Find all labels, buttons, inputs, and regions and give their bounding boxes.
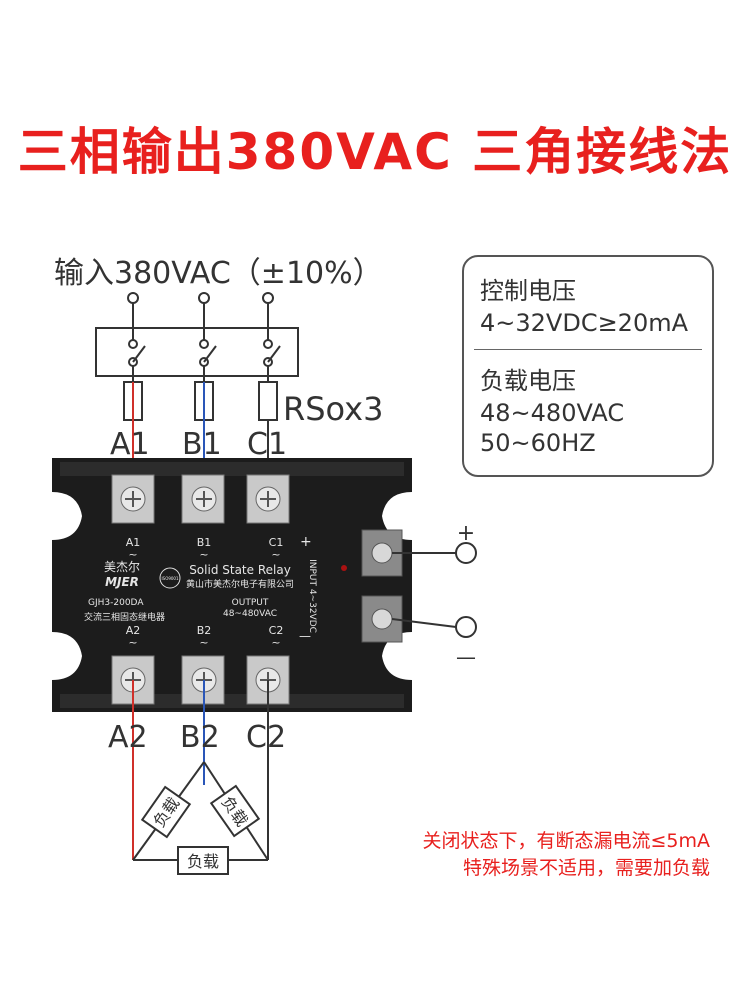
load-frequency-value: 50~60HZ bbox=[480, 429, 596, 457]
relay-brand-en: MJER bbox=[105, 575, 139, 589]
input-voltage-label: 输入380VAC（±10%） bbox=[54, 256, 383, 291]
relay-bottom-terminals bbox=[111, 655, 290, 705]
relay-label-c2: C2 bbox=[269, 624, 284, 637]
relay-label-a2: A2 bbox=[126, 624, 141, 637]
relay-company: 黄山市美杰尔电子有限公司 bbox=[186, 578, 294, 590]
relay-tilde-c1: ~ bbox=[271, 548, 280, 561]
relay-notch-bl bbox=[52, 632, 82, 680]
control-minus-label: — bbox=[456, 645, 476, 669]
status-led bbox=[341, 565, 347, 571]
spec-divider bbox=[474, 349, 702, 350]
terminal-label-c1: C1 bbox=[247, 427, 288, 462]
load-bottom: 负载 bbox=[177, 846, 229, 875]
relay-tilde-b2: ~ bbox=[199, 636, 208, 649]
control-plus-label: + bbox=[457, 521, 475, 546]
relay-label-a1: A1 bbox=[126, 536, 141, 549]
terminal-label-b2: B2 bbox=[180, 720, 220, 755]
relay-product-name: Solid State Relay bbox=[189, 563, 291, 577]
terminal-label-a2: A2 bbox=[108, 720, 148, 755]
relay-top-terminals bbox=[111, 474, 290, 524]
input-terminal-b bbox=[198, 292, 210, 304]
relay-output-range: 48~480VAC bbox=[223, 609, 277, 619]
spec-panel: 控制电压 4~32VDC≥20mA 负载电压 48~480VAC 50~60HZ bbox=[462, 255, 714, 477]
iso-badge-icon bbox=[159, 567, 181, 589]
relay-label-c1: C1 bbox=[269, 536, 284, 549]
warning-line-1: 关闭状态下，有断态漏电流≤5mA bbox=[422, 830, 710, 852]
input-terminal-c bbox=[262, 292, 274, 304]
load-left: 负载 bbox=[140, 785, 192, 839]
iso-badge-text: ISO9001 bbox=[161, 576, 179, 581]
input-wires bbox=[132, 303, 269, 342]
relay-notch-tl bbox=[52, 492, 82, 540]
relay-tilde-c2: ~ bbox=[271, 636, 280, 649]
relay-brand-cn: 美杰尔 bbox=[104, 559, 140, 574]
load-voltage-title: 负载电压 bbox=[480, 367, 576, 395]
fuse-label: RSox3 bbox=[283, 390, 384, 428]
load-bottom-label: 负载 bbox=[187, 852, 219, 871]
breaker-switches bbox=[128, 339, 281, 367]
control-voltage-value: 4~32VDC≥20mA bbox=[480, 309, 689, 337]
breaker-box bbox=[95, 327, 299, 377]
page-title: 三相输出380VAC 三角接线法 bbox=[17, 123, 733, 181]
breaker-to-fuse-wires bbox=[132, 366, 269, 382]
relay-tilde-a1: ~ bbox=[128, 548, 137, 561]
load-voltage-value: 48~480VAC bbox=[480, 399, 625, 427]
relay-notch-br bbox=[382, 632, 412, 680]
terminal-label-a1: A1 bbox=[110, 427, 150, 462]
input-terminal-a bbox=[127, 292, 139, 304]
relay-label-b1: B1 bbox=[197, 536, 212, 549]
fuses bbox=[123, 381, 278, 421]
input-terminals bbox=[127, 292, 274, 304]
relay-label-b2: B2 bbox=[197, 624, 212, 637]
relay-tilde-b1: ~ bbox=[199, 548, 208, 561]
solid-state-relay: A1 B1 C1 ~ ~ ~ + 美杰尔 MJER ISO9001 Solid … bbox=[52, 458, 412, 712]
load-right: 负载 bbox=[209, 784, 261, 838]
control-voltage-title: 控制电压 bbox=[480, 277, 576, 305]
relay-output-label: OUTPUT bbox=[232, 598, 269, 608]
relay-minus-sign: — bbox=[299, 629, 311, 643]
relay-type-cn: 交流三相固态继电器 bbox=[84, 611, 165, 623]
fuse-c bbox=[258, 381, 278, 421]
terminal-label-b1: B1 bbox=[182, 427, 222, 462]
terminal-label-c2: C2 bbox=[246, 720, 287, 755]
control-wires bbox=[391, 542, 477, 638]
relay-input-range: INPUT 4~32VDC bbox=[307, 559, 317, 633]
relay-model: GJH3-200DA bbox=[88, 598, 144, 608]
relay-tilde-a2: ~ bbox=[128, 636, 137, 649]
relay-notch-tr bbox=[382, 492, 412, 540]
relay-plus-sign: + bbox=[300, 534, 312, 550]
warning-line-2: 特殊场景不适用，需要加负载 bbox=[462, 857, 710, 879]
